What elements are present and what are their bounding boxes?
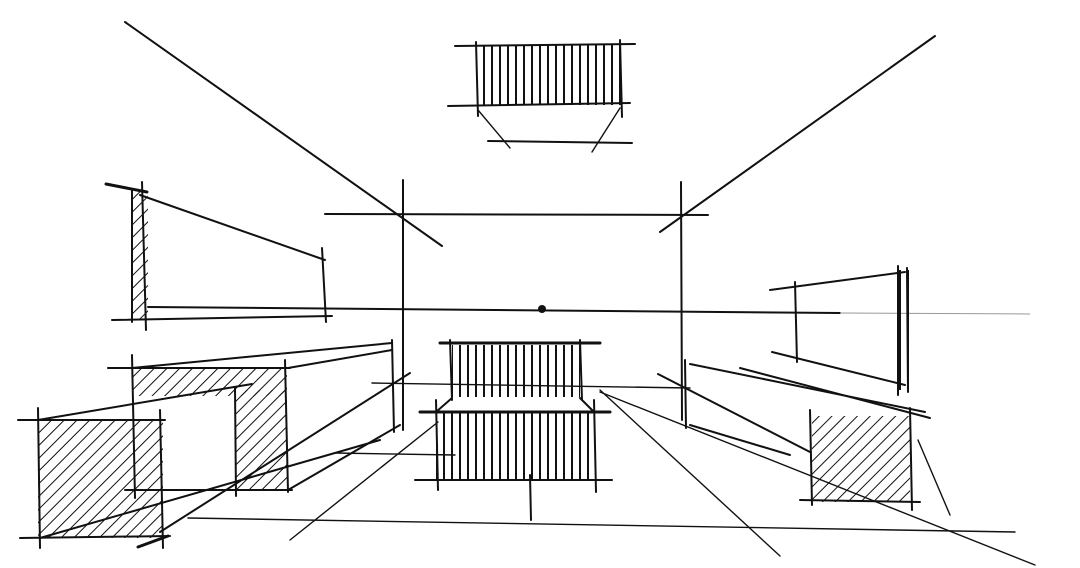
horizon-line	[147, 306, 1031, 315]
ceiling-block	[447, 39, 636, 153]
left-wall-panel	[104, 181, 333, 331]
left-box-near	[17, 372, 411, 549]
center-box-near	[289, 397, 613, 541]
room-frame	[124, 21, 1016, 557]
center-box-far	[438, 339, 602, 401]
right-wall-panel	[769, 265, 909, 396]
left-box-far	[107, 339, 401, 499]
right-box	[599, 359, 1036, 566]
vanishing-point	[538, 305, 546, 313]
